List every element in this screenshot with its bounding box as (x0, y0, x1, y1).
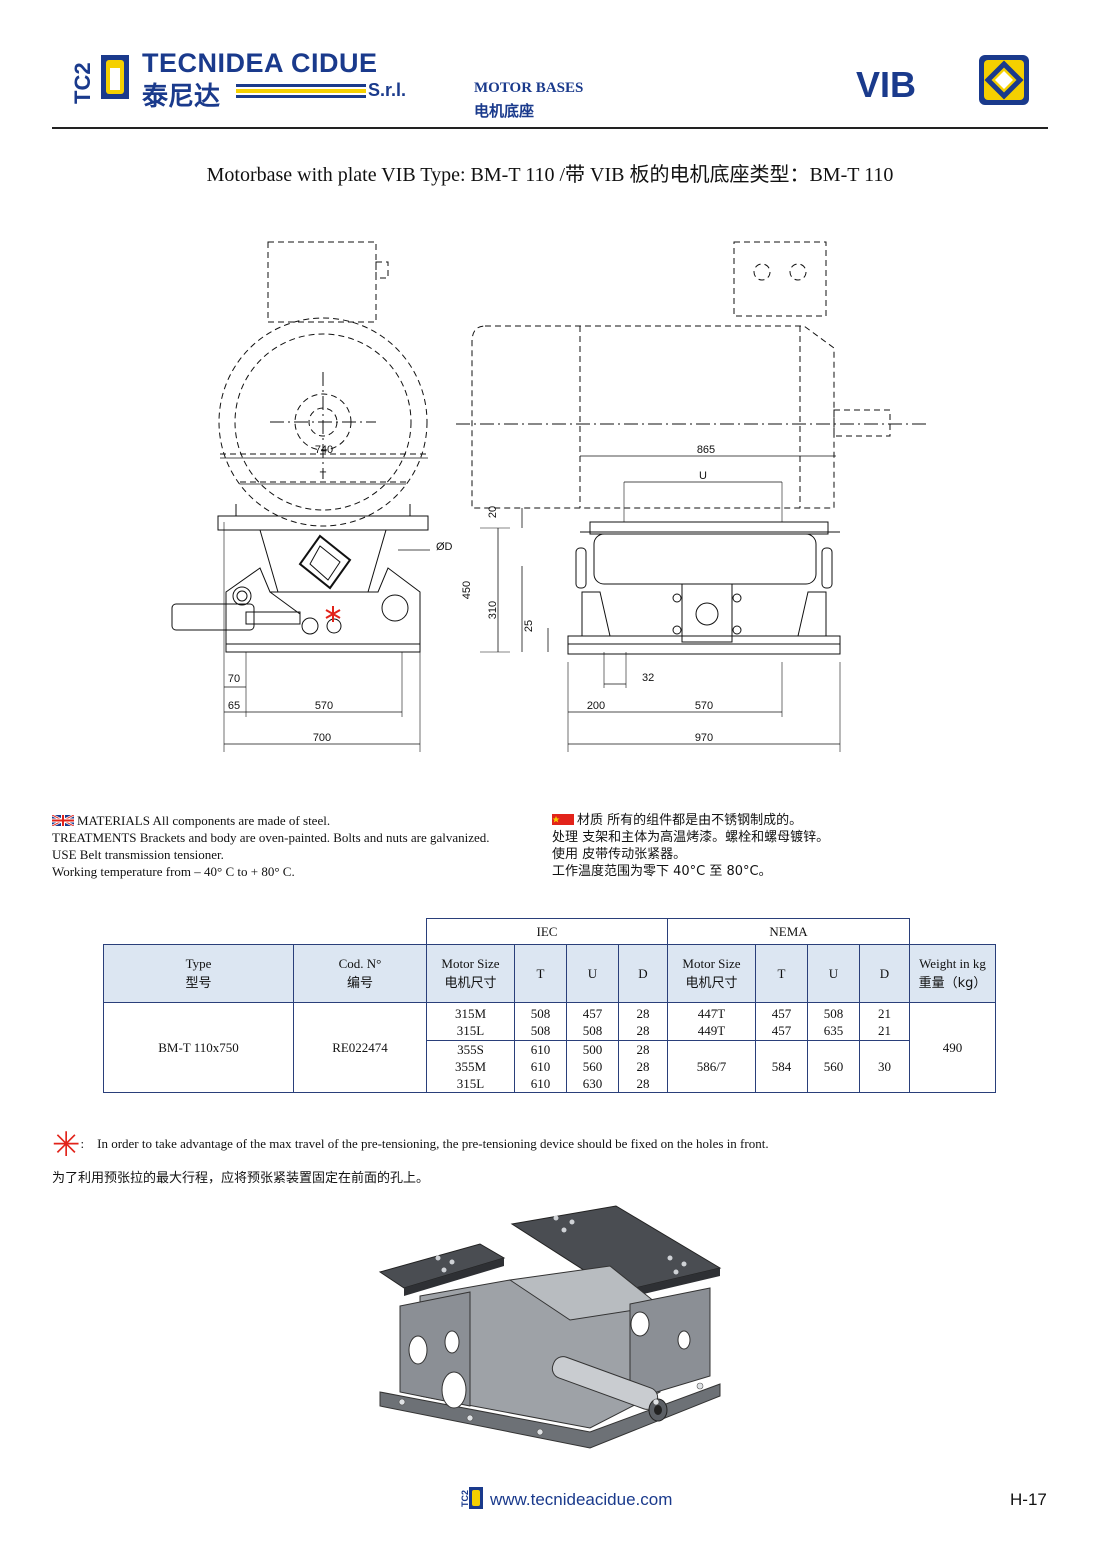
asterisk-icon: ✳ (52, 1125, 81, 1165)
cell-type: BM-T 110x750 (103, 1002, 294, 1093)
note-use: USE Belt transmission tensioner. (52, 847, 224, 862)
dim-310: 310 (487, 601, 499, 619)
dim-25: 25 (523, 620, 535, 632)
note-temperature: Working temperature from – 40° C to + 80… (52, 864, 295, 879)
footnote-cn: 为了利用预张拉的最大行程，应将预张紧装置固定在前面的孔上。 (52, 1171, 430, 1186)
cell-iec-size-a: 315M 315L (426, 1002, 515, 1041)
cell-nema-d-a: 21 21 (859, 1002, 910, 1041)
header-nema-t: T (755, 944, 808, 1003)
note-temperature-cn: 工作温度范围为零下 40°C 至 80°C。 (552, 864, 772, 879)
brand-stripes (236, 84, 366, 98)
notes-chinese: 材质 所有的组件都是由不锈钢制成的。 处理 支架和主体为高温烤漆。螺栓和螺母镀锌… (552, 812, 992, 880)
cell-iec-u-b: 500 560 630 (566, 1040, 619, 1093)
footer-url[interactable]: www.tecnideacidue.com (490, 1490, 673, 1509)
dim-200: 200 (587, 700, 605, 712)
dim-700: 700 (313, 732, 331, 744)
cell-nema-u-b: 560 (807, 1040, 860, 1093)
footer-logo-icon: TC2 (460, 1487, 483, 1509)
logo-mark-icon (101, 55, 129, 99)
uk-flag-icon (52, 815, 74, 826)
cell-nema-t-b: 584 (755, 1040, 808, 1093)
cell-iec-d-a: 28 28 (618, 1002, 668, 1041)
dim-450: 450 (461, 581, 473, 599)
footnote: ✳: In order to take advantage of the max… (52, 1125, 1052, 1186)
page-title: Motorbase with plate VIB Type: BM-T 110 … (206, 164, 894, 186)
cell-nema-size-a: 447T 449T (667, 1002, 756, 1041)
group-nema: NEMA (667, 918, 910, 945)
header-divider (52, 127, 1048, 129)
dim-20: 20 (487, 506, 499, 518)
cell-iec-d-b: 28 28 28 (618, 1040, 668, 1093)
dim-570-left: 570 (315, 700, 333, 712)
product-code: VIB (856, 64, 917, 105)
note-treatments: TREATMENTS Brackets and body are oven-pa… (52, 830, 490, 845)
note-materials: MATERIALS All components are made of ste… (77, 813, 331, 828)
header-iec-d: D (618, 944, 668, 1003)
section-title: MOTOR BASES (474, 80, 584, 96)
group-iec: IEC (426, 918, 668, 945)
cell-iec-size-b: 355S 355M 315L (426, 1040, 515, 1093)
vib-plate-icon (979, 55, 1029, 105)
header-iec-t: T (514, 944, 567, 1003)
header-nema-d: D (859, 944, 910, 1003)
logo-tc2: TC2 (70, 62, 95, 104)
dim-65: 65 (228, 700, 240, 712)
brand-suffix: S.r.l. (368, 80, 407, 100)
dim-970: 970 (695, 732, 713, 744)
product-render (378, 1205, 722, 1449)
svg-text:TC2: TC2 (460, 1490, 470, 1507)
dim-865: 865 (697, 444, 715, 456)
notes-english: MATERIALS All components are made of ste… (52, 812, 492, 880)
cell-code: RE022474 (293, 1002, 427, 1093)
dim-32: 32 (642, 672, 654, 684)
technical-drawing: 740 T ØD 70 65 570 700 865 U 20 450 310 … (171, 241, 930, 752)
cell-iec-t-a: 508 508 (514, 1002, 567, 1041)
cell-iec-u-a: 457 508 (566, 1002, 619, 1041)
brand-name-cn: 泰尼达 (142, 82, 221, 112)
cell-nema-d-b: 30 (859, 1040, 910, 1093)
note-use-cn: 使用 皮带传动张紧器。 (552, 847, 687, 862)
side-view (471, 241, 891, 509)
dim-od: ØD (436, 541, 453, 553)
dim-u: U (699, 470, 707, 482)
dim-740: 740 (315, 444, 333, 456)
cell-iec-t-b: 610 610 610 (514, 1040, 567, 1093)
footnote-en: In order to take advantage of the max tr… (97, 1136, 769, 1151)
china-flag-icon (552, 814, 574, 825)
cell-weight: 490 (909, 1002, 996, 1093)
note-materials-cn: 材质 所有的组件都是由不锈钢制成的。 (577, 813, 803, 828)
dim-t: T (320, 470, 327, 482)
header-nema-u: U (807, 944, 860, 1003)
dim-570-right: 570 (695, 700, 713, 712)
cell-nema-u-a: 508 635 (807, 1002, 860, 1041)
note-treatments-cn: 处理 支架和主体为高温烤漆。螺栓和螺母镀锌。 (552, 830, 830, 845)
dim-70: 70 (228, 673, 240, 685)
section-title-cn: 电机底座 (474, 102, 535, 120)
cell-nema-t-a: 457 457 (755, 1002, 808, 1041)
header-iec-u: U (566, 944, 619, 1003)
brand-name: TECNIDEA CIDUE (142, 48, 378, 78)
cell-nema-size-b: 586/7 (667, 1040, 756, 1093)
page-number: H-17 (1010, 1490, 1047, 1509)
header-code: Cod. N°编号 (293, 944, 427, 1003)
